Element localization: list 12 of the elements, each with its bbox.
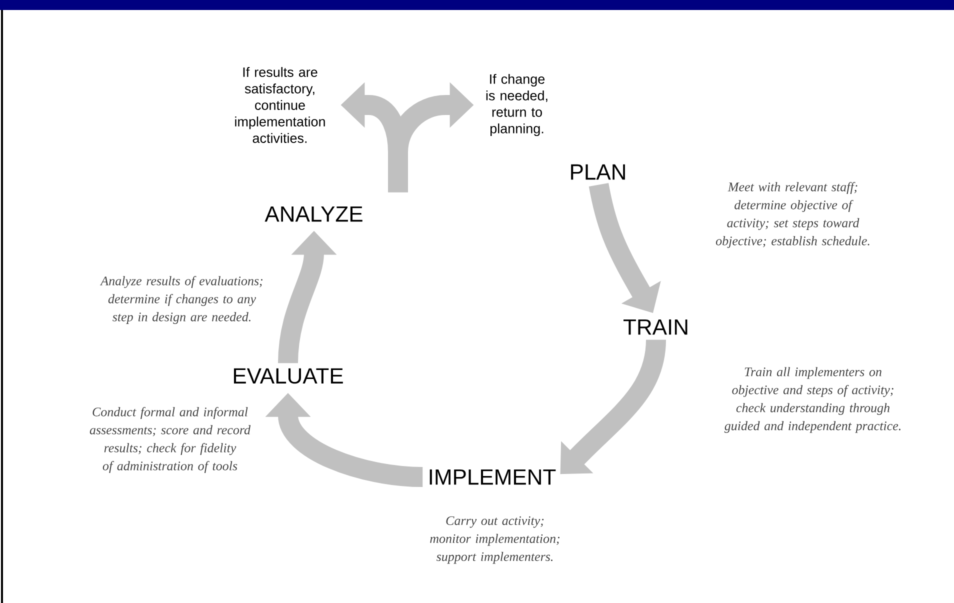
description-text: Carry out activity; monitor implementation; support implementers. — [430, 516, 560, 564]
decision-text: If results are satisfactory, continue implementation activities. — [235, 67, 325, 143]
stage-label: EVALUATE — [234, 368, 343, 384]
stage-label: PLAN — [571, 164, 625, 180]
stage-label: IMPLEMENT — [430, 469, 556, 485]
decision-text: If change is needed, return to planning. — [486, 74, 548, 136]
description-text: Conduct formal and informal assessments; score and record results; check for fidelity of administration of tools — [90, 407, 251, 473]
description-text: Meet with relevant staff; determine objective of activity; set steps toward objective; establish schedule. — [716, 182, 870, 248]
description-text: Train all implementers on objective and steps of activity; check understanding through guided and independent practice. — [724, 367, 900, 433]
description-text: Analyze results of evaluations; determine if changes to any step in design are needed. — [100, 276, 262, 324]
stage-label: ANALYZE — [264, 206, 362, 222]
stage-label: TRAIN — [624, 319, 688, 335]
